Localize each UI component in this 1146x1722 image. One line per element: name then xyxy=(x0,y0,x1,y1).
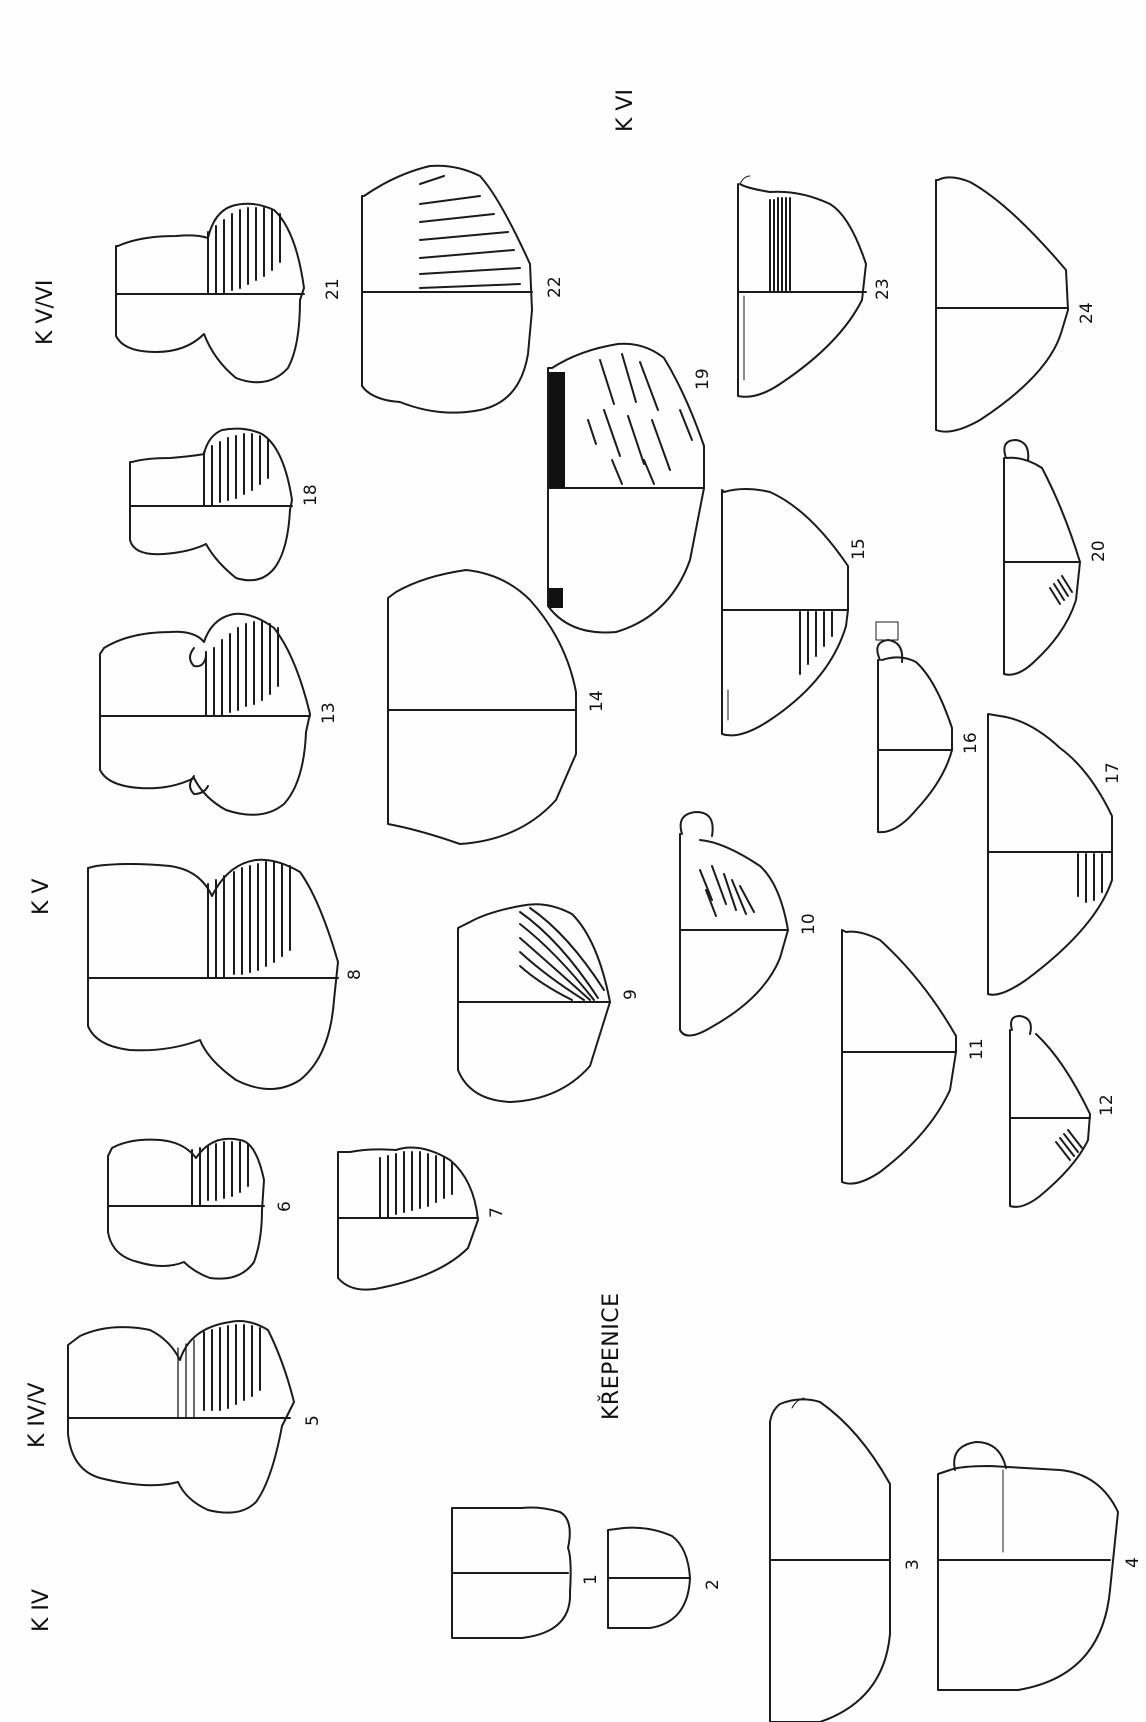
figure-number-8: 8 xyxy=(345,969,365,980)
figure-number-22: 22 xyxy=(545,276,565,298)
figure-number-15: 15 xyxy=(849,538,869,560)
figure-number-7: 7 xyxy=(487,1207,507,1218)
vessel-3-drawing xyxy=(769,1397,891,1722)
vessel-4-drawing xyxy=(937,1441,1119,1691)
phase-label-k-v-vi: K V/VI xyxy=(33,280,58,345)
vessel-5-drawing xyxy=(67,1320,295,1514)
figure-number-19: 19 xyxy=(693,368,713,390)
figure-number-9: 9 xyxy=(621,989,641,1000)
phase-label-k-v: K V xyxy=(29,879,54,915)
figure-number-13: 13 xyxy=(319,702,339,724)
vessel-14-drawing xyxy=(387,569,577,845)
vessel-24-drawing xyxy=(935,176,1069,433)
figure-number-17: 17 xyxy=(1103,762,1123,784)
vessel-15-drawing xyxy=(721,488,849,737)
vessel-9-drawing xyxy=(457,903,611,1103)
vessel-6-drawing xyxy=(107,1137,265,1280)
vessel-23-drawing xyxy=(737,175,867,398)
figure-number-6: 6 xyxy=(275,1201,295,1212)
figure-number-20: 20 xyxy=(1089,540,1109,562)
figure-number-24: 24 xyxy=(1077,302,1097,324)
figure-number-10: 10 xyxy=(799,913,819,935)
figure-number-12: 12 xyxy=(1097,1094,1117,1116)
figure-number-23: 23 xyxy=(873,278,893,300)
figure-number-14: 14 xyxy=(587,690,607,712)
figure-number-3: 3 xyxy=(903,1559,923,1570)
figure-number-11: 11 xyxy=(967,1038,987,1060)
figure-number-4: 4 xyxy=(1123,1557,1143,1568)
vessel-10-drawing xyxy=(679,811,789,1037)
figure-number-18: 18 xyxy=(301,484,321,506)
vessel-8-drawing xyxy=(87,858,339,1090)
vessel-11-drawing xyxy=(841,929,957,1185)
vessel-12-drawing xyxy=(1009,1015,1091,1208)
phase-label-k-iv-v: K IV/V xyxy=(25,1383,50,1448)
vessel-17-drawing xyxy=(987,713,1113,996)
vessel-13-drawing xyxy=(99,612,311,816)
vessel-16-drawing xyxy=(875,621,953,834)
vessel-20-drawing xyxy=(1003,439,1081,676)
vessel-18-drawing xyxy=(129,427,293,582)
vessel-7-drawing xyxy=(337,1146,479,1291)
vessel-19-drawing xyxy=(547,342,705,634)
figure-number-5: 5 xyxy=(303,1415,323,1426)
phase-label-k-iv: K IV xyxy=(29,1589,54,1632)
vessel-2-drawing xyxy=(607,1526,691,1629)
vessel-21-drawing xyxy=(115,202,305,384)
vessel-22-drawing xyxy=(361,164,533,414)
site-title: KŘEPENICE xyxy=(598,1293,624,1421)
figure-number-1: 1 xyxy=(581,1574,601,1585)
figure-number-16: 16 xyxy=(961,732,981,754)
phase-label-k-vi: K VI xyxy=(613,89,638,132)
figure-number-21: 21 xyxy=(323,278,343,300)
figure-number-2: 2 xyxy=(703,1579,723,1590)
vessel-1-drawing xyxy=(451,1506,572,1639)
